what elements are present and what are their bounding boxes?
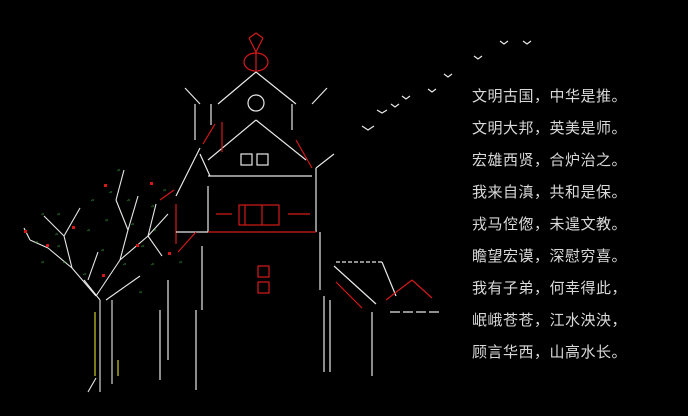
lower-walls [159,232,373,390]
leaf-icon: ″ [126,199,131,209]
leaf-icon: ″ [108,191,113,201]
tree-foliage: ″ ″ ″ ″ ″ ″ ″ ″ ″ ″ ″ ″ ″ ″ ″ ″ ″ ″ ″ ″ … [34,169,183,301]
tree-branches [23,169,169,301]
leaf-icon: ″ [178,261,183,271]
main-gable [175,119,335,197]
poem-line: 戎马倥偬，未遑文教。 [472,215,628,233]
bird-icon [427,88,437,93]
right-wing [333,261,440,313]
leaf-icon: ″ [56,213,61,223]
leaf-icon: ″ [162,189,167,199]
leaf-icon: ″ [34,241,39,251]
leaf-icon: ″ [152,229,157,239]
bird-icon [376,109,388,114]
poem-line: 宏雄西贤，合炉治之。 [472,151,628,169]
birds [361,40,532,131]
bird-icon [499,40,509,45]
bird-icon [473,55,483,60]
bird-icon [361,125,375,131]
leaf-icon: ″ [130,223,135,233]
poem-line: 岷峨苍苍，江水泱泱， [472,311,628,329]
leaf-icon: ″ [104,219,109,229]
poem: 文明古国，中华是推。 文明大邦，英美是师。 宏雄西贤，合炉治之。 我来自滇，共和… [472,84,627,372]
leaf-icon: ″ [82,273,87,283]
leaf-icon: ″ [86,229,91,239]
poem-line: 我有子弟，何幸得此， [472,279,628,297]
leaf-icon: ″ [122,263,127,273]
bird-icon [443,73,453,78]
leaf-icon: ″ [138,291,143,301]
leaf-icon: ″ [40,261,45,271]
poem-line: 文明大邦，英美是师。 [472,119,628,137]
poem-line: 瞻望宏谟，深慰穷喜。 [472,247,628,265]
leaf-icon: ″ [100,249,105,259]
leaf-icon: ″ [40,213,45,223]
leaf-icon: ″ [116,169,121,179]
tree-blossoms [24,182,171,277]
poem-line: 顾言华西，山高水长。 [472,343,628,361]
leaf-icon: ″ [90,199,95,209]
leaf-icon: ″ [150,263,155,273]
tree-trunk [87,300,119,393]
leaf-icon: ″ [54,233,59,243]
leaf-icon: ″ [140,245,145,255]
main-building [159,168,317,294]
leaf-icon: ″ [150,205,155,215]
leaf-icon: ″ [56,245,61,255]
leaf-icon: ″ [62,261,67,271]
bird-icon [390,103,400,108]
poem-line: 我来自滇，共和是保。 [472,183,628,201]
bird-icon [522,40,532,45]
upper-roof [184,71,328,140]
poem-line: 文明古国，中华是推。 [472,87,628,105]
bird-icon [401,95,411,100]
tower-ornament [243,32,269,72]
